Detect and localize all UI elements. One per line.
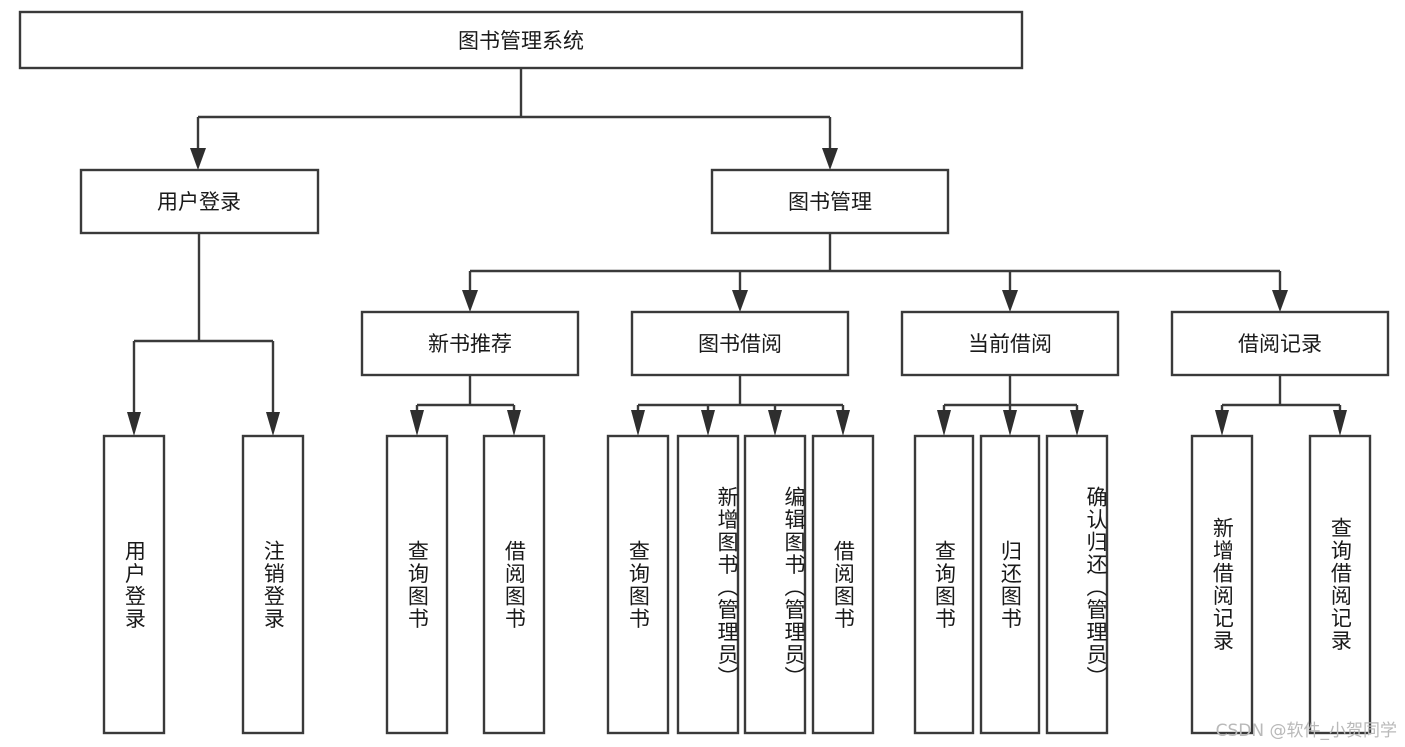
leaf-query-borrow-record-box[interactable] — [1308, 434, 1372, 735]
node-book-borrow[interactable]: 图书借阅 — [630, 310, 850, 377]
arrow-user-login — [190, 148, 206, 170]
node-user-login-label: 用户登录 — [157, 190, 241, 214]
node-new-book-recommend-box[interactable] — [360, 310, 580, 377]
node-user-login[interactable]: 用户登录 — [79, 168, 320, 235]
arrow-leaf-borrow-book-recommend — [507, 410, 521, 436]
arrow-leaf-query-book-recommend — [410, 410, 424, 436]
arrow-leaf-query-borrow-record — [1333, 410, 1347, 436]
leaf-borrow-book-box[interactable] — [811, 434, 875, 735]
connector-layer — [127, 68, 1347, 436]
node-root-box[interactable] — [18, 10, 1024, 70]
node-book-management[interactable]: 图书管理 — [710, 168, 950, 235]
csdn-watermark: CSDN @软件_小贺同学 — [1215, 721, 1397, 741]
node-book-borrow-box[interactable] — [630, 310, 850, 377]
arrow-current-borrow — [1002, 290, 1018, 312]
node-book-management-label: 图书管理 — [788, 190, 872, 214]
arrow-new-book-recommend — [462, 290, 478, 312]
node-current-borrow[interactable]: 当前借阅 — [900, 310, 1120, 377]
node-book-borrow-label: 图书借阅 — [698, 332, 782, 356]
arrow-leaf-borrow-book — [836, 410, 850, 436]
leaf-query-book-recommend-box[interactable] — [385, 434, 449, 735]
node-root-label: 图书管理系统 — [458, 29, 584, 53]
node-borrow-record-box[interactable] — [1170, 310, 1390, 377]
arrow-leaf-logout-login — [266, 412, 280, 436]
leaf-confirm-return-admin-box[interactable] — [1045, 434, 1109, 735]
node-borrow-record-label: 借阅记录 — [1238, 332, 1322, 356]
leaf-add-borrow-record-box[interactable] — [1190, 434, 1254, 735]
arrow-leaf-query-book-borrow — [631, 410, 645, 436]
node-borrow-record[interactable]: 借阅记录 — [1170, 310, 1390, 377]
leaf-query-book-borrow-box[interactable] — [606, 434, 670, 735]
leaf-edit-book-admin-box[interactable] — [743, 434, 807, 735]
arrow-leaf-add-book-admin — [701, 410, 715, 436]
leaf-return-book-box[interactable] — [979, 434, 1041, 735]
node-new-book-recommend[interactable]: 新书推荐 — [360, 310, 580, 377]
arrow-leaf-return-book — [1003, 410, 1017, 436]
leaf-borrow-book-recommend-box[interactable] — [482, 434, 546, 735]
leaf-add-book-admin-box[interactable] — [676, 434, 740, 735]
node-new-book-recommend-label: 新书推荐 — [428, 332, 512, 356]
leaf-logout-login-box[interactable] — [241, 434, 305, 735]
leaf-user-login-box[interactable] — [102, 434, 166, 735]
arrow-leaf-user-login — [127, 412, 141, 436]
arrow-leaf-query-book-current — [937, 410, 951, 436]
node-book-management-box[interactable] — [710, 168, 950, 235]
node-user-login-box[interactable] — [79, 168, 320, 235]
node-current-borrow-label: 当前借阅 — [968, 332, 1052, 356]
arrow-borrow-record — [1272, 290, 1288, 312]
node-current-borrow-box[interactable] — [900, 310, 1120, 377]
node-root[interactable]: 图书管理系统 — [18, 10, 1024, 70]
arrow-book-management — [822, 148, 838, 170]
leaf-boxes-layer — [102, 434, 1372, 735]
arrow-leaf-confirm-return-admin — [1070, 410, 1084, 436]
leaf-query-book-current-box[interactable] — [913, 434, 975, 735]
arrow-leaf-add-borrow-record — [1215, 410, 1229, 436]
arrow-book-borrow — [732, 290, 748, 312]
arrow-leaf-edit-book-admin — [768, 410, 782, 436]
